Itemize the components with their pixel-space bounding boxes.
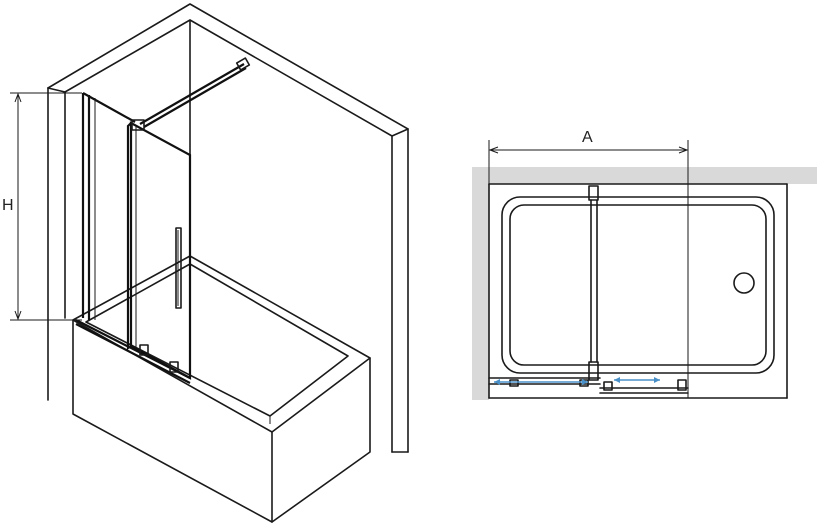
- fixed-glass-panel: [81, 92, 136, 320]
- door-handle: [175, 227, 182, 309]
- top-wall: [472, 167, 817, 184]
- slide-arrows: [494, 377, 660, 385]
- plan-view: A: [472, 129, 817, 400]
- width-label: A: [582, 129, 593, 146]
- drain-icon: [733, 272, 755, 294]
- stabilizer-rail: [588, 185, 599, 381]
- wall-shading: [472, 167, 817, 400]
- stabilizer-bar: [131, 57, 251, 131]
- glass-panels-plan: [488, 377, 689, 394]
- back-wall: [47, 3, 409, 453]
- left-wall: [472, 167, 489, 400]
- width-dimension: A: [488, 129, 689, 398]
- height-label: H: [2, 197, 14, 214]
- tub-outline: [488, 183, 788, 399]
- height-dimension: H: [2, 92, 82, 321]
- bottom-track: [75, 319, 191, 384]
- bathtub: [72, 255, 371, 523]
- isometric-view: H: [2, 3, 409, 523]
